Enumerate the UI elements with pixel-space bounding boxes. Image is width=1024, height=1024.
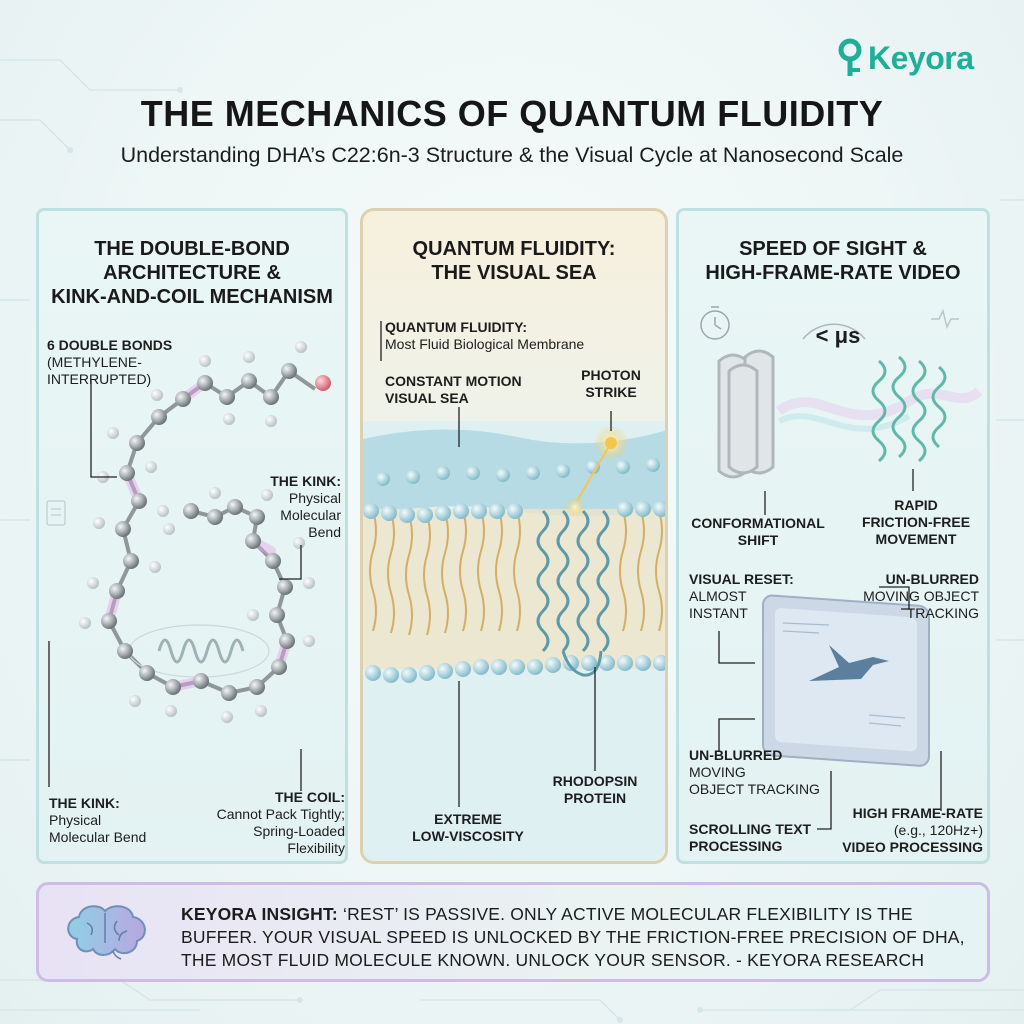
label-rapid-movement: RAPID FRICTION-FREE MOVEMENT [861,497,971,547]
label-unblurred-bottom: UN-BLURRED MOVING OBJECT TRACKING [689,747,820,797]
panel-double-bond-architecture: THE DOUBLE-BOND ARCHITECTURE & KINK-AND-… [36,208,348,864]
insight-body: ‘REST’ IS PASSIVE. ONLY ACTIVE MOLECULAR… [181,904,965,970]
insight-banner: KEYORA INSIGHT: ‘REST’ IS PASSIVE. ONLY … [36,882,990,982]
brain-icon [67,905,146,960]
label-coil: THE COIL: Cannot Pack Tightly; Spring-Lo… [216,789,345,856]
panel-speed-of-sight: SPEED OF SIGHT & HIGH-FRAME-RATE VIDEO [676,208,990,864]
label-kink-top: THE KINK: Physical Molecular Bend [270,473,341,540]
panel-title: SPEED OF SIGHT & HIGH-FRAME-RATE VIDEO [705,238,961,284]
page-title: THE MECHANICS OF QUANTUM FLUIDITY [140,93,884,134]
label-rhodopsin-protein: RHODOPSIN PROTEIN [552,773,638,806]
label-kink-bottom: THE KINK: Physical Molecular Bend [49,795,147,845]
label-quantum-fluidity: QUANTUM FLUIDITY: Most Fluid Biological … [385,319,585,352]
key-logo-icon [838,38,862,76]
stopwatch-icon [700,306,730,340]
panel-title: QUANTUM FLUIDITY: THE VISUAL SEA [412,238,616,284]
label-photon-strike: PHOTON STRIKE [581,367,641,400]
insight-text: KEYORA INSIGHT: ‘REST’ IS PASSIVE. ONLY … [181,903,981,972]
dha-molecule-diagram [46,341,331,791]
speed-diagram [700,306,983,830]
label-frame-rate: HIGH FRAME-RATE (e.g., 120Hz+) VIDEO PRO… [842,805,983,855]
page-subtitle: Understanding DHA’s C22:6n-3 Structure &… [120,143,904,167]
insight-lead: KEYORA INSIGHT: [181,904,338,924]
brand-logo: Keyora [836,38,974,78]
hummingbird-icon [809,645,889,681]
label-conformational-shift: CONFORMATIONAL SHIFT [691,515,825,548]
label-low-viscosity: EXTREME LOW-VISCOSITY [412,811,524,844]
label-constant-motion: CONSTANT MOTION VISUAL SEA [385,373,522,406]
display-screen [762,594,930,767]
brand-name: Keyora [868,39,974,76]
label-unblurred-top: UN-BLURRED MOVING OBJECT TRACKING [863,571,979,621]
membrane-diagram [363,321,665,861]
panel-title: THE DOUBLE-BOND ARCHITECTURE & KINK-AND-… [51,238,333,308]
label-visual-reset: VISUAL RESET: ALMOST INSTANT [689,571,794,621]
label-scrolling-text: SCROLLING TEXT PROCESSING [689,821,812,854]
panel-visual-sea: QUANTUM FLUIDITY: THE VISUAL SEA [360,208,668,864]
label-double-bonds: 6 DOUBLE BONDS (METHYLENE- INTERRUPTED) [47,337,173,387]
label-timing: < μs [815,323,861,348]
coil-spring [157,638,245,664]
